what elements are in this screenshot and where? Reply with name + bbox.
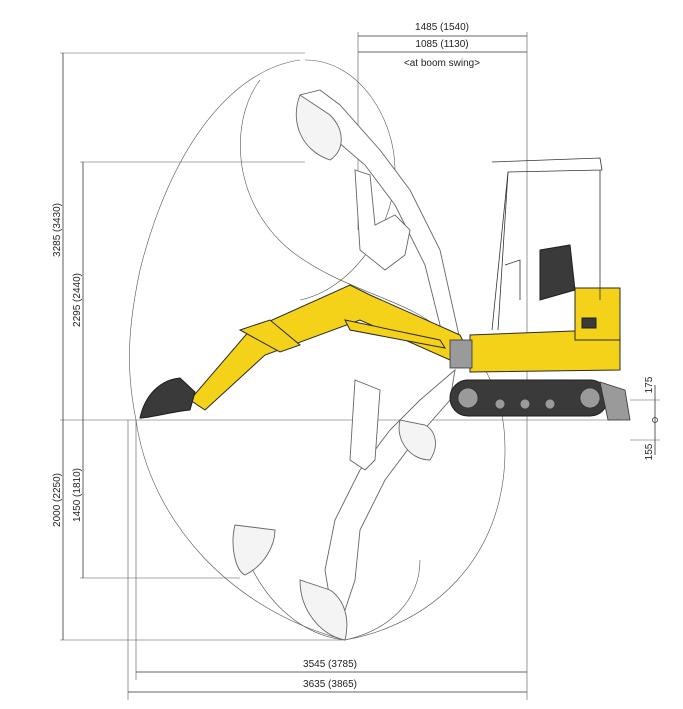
dim-vertical-wall-depth: 1450 (1810) bbox=[72, 468, 83, 522]
arm-cylinder bbox=[238, 319, 301, 353]
dim-max-depth: 2000 (2250) bbox=[52, 473, 63, 527]
excavator-machine bbox=[139, 157, 631, 421]
model-badge bbox=[581, 317, 597, 329]
working-range-envelope bbox=[129, 59, 506, 641]
dim-top-swing: 1085 (1130) bbox=[415, 39, 468, 50]
dim-blade-down: 155 bbox=[644, 443, 655, 460]
boom bbox=[189, 284, 471, 411]
dim-max-height: 3285 (3430) bbox=[52, 203, 63, 257]
dim-blade-up: 175 bbox=[644, 376, 655, 393]
canopy-roof bbox=[491, 157, 603, 331]
dim-top-overall: 1485 (1540) bbox=[415, 22, 469, 33]
reference-lines bbox=[60, 32, 620, 700]
dozer-blade bbox=[599, 381, 631, 421]
ghost-arm-top bbox=[295, 89, 461, 346]
engine-cover bbox=[574, 287, 621, 341]
ghost-arm-bottom bbox=[232, 368, 456, 641]
boom-cylinder bbox=[344, 319, 447, 349]
dimension-lines bbox=[62, 35, 660, 693]
dim-dump-height: 2295 (2440) bbox=[72, 273, 83, 327]
dim-reach-ground: 3545 (3785) bbox=[303, 659, 357, 670]
swing-bracket bbox=[449, 339, 473, 369]
bucket bbox=[139, 377, 196, 419]
operator-seat bbox=[539, 244, 576, 301]
dim-top-swing-note: <at boom swing> bbox=[404, 58, 480, 69]
dim-max-reach: 3635 (3865) bbox=[303, 679, 357, 690]
